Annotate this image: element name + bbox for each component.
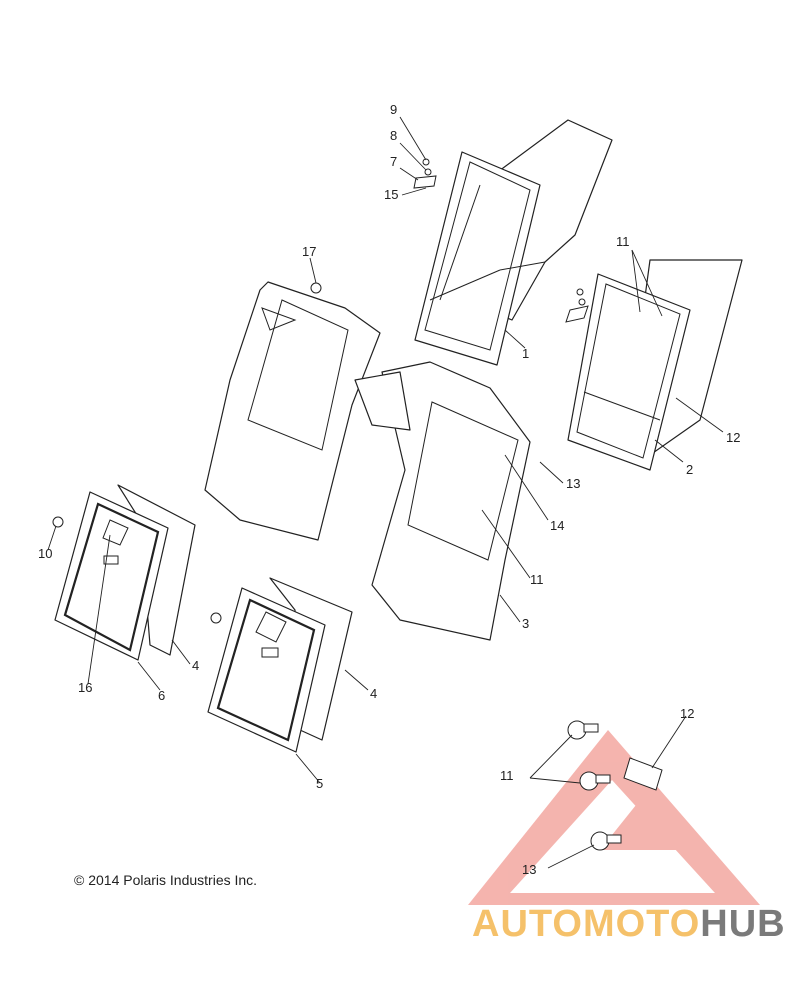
callout-9: 9 bbox=[390, 102, 397, 117]
callout-5: 5 bbox=[316, 776, 323, 791]
callout-14: 14 bbox=[550, 518, 564, 533]
watermark-word-primary: AUTOMOTO bbox=[472, 903, 701, 945]
callout-11-detail: 11 bbox=[500, 768, 514, 783]
leader-lines bbox=[47, 116, 724, 869]
fastener-part-10 bbox=[52, 516, 64, 528]
callout-6: 6 bbox=[158, 688, 165, 703]
watermark-word-secondary: HUB bbox=[700, 903, 786, 945]
door-panel-part-3 bbox=[354, 361, 531, 641]
callout-13-top: 13 bbox=[566, 476, 580, 491]
callout-4-right: 4 bbox=[370, 686, 377, 701]
callout-8: 8 bbox=[390, 128, 397, 143]
callout-11-top: 11 bbox=[616, 234, 630, 249]
callout-11-mid: 11 bbox=[530, 572, 544, 587]
callout-2: 2 bbox=[686, 462, 693, 477]
callout-15: 15 bbox=[384, 187, 398, 202]
callout-4-left: 4 bbox=[192, 658, 199, 673]
door-panel-left bbox=[204, 281, 381, 541]
storage-box-part-2 bbox=[567, 259, 743, 471]
fastener-detail-13 bbox=[590, 831, 622, 851]
callout-17: 17 bbox=[302, 244, 316, 259]
watermark-logo: AUTOMOTOHUB bbox=[472, 903, 786, 946]
storage-box-part-1 bbox=[414, 119, 613, 366]
callout-12-top: 12 bbox=[726, 430, 740, 445]
callout-7: 7 bbox=[390, 154, 397, 169]
hardware-cluster-top bbox=[413, 158, 437, 189]
fastener-part-17 bbox=[310, 282, 322, 294]
callout-3: 3 bbox=[522, 616, 529, 631]
callout-1: 1 bbox=[522, 346, 529, 361]
watermark-triangle-icon bbox=[468, 730, 760, 905]
callout-16: 16 bbox=[78, 680, 92, 695]
fastener-mid bbox=[210, 612, 222, 624]
callout-13-detail: 13 bbox=[522, 862, 536, 877]
callout-12-detail: 12 bbox=[680, 706, 694, 721]
hardware-cluster-right bbox=[565, 288, 589, 323]
fastener-detail-11 bbox=[567, 720, 611, 791]
callout-10: 10 bbox=[38, 546, 52, 561]
door-part-5 bbox=[207, 587, 326, 753]
clip-detail-12 bbox=[623, 757, 663, 791]
door-part-6 bbox=[54, 491, 169, 661]
copyright-notice: © 2014 Polaris Industries Inc. bbox=[74, 872, 258, 888]
